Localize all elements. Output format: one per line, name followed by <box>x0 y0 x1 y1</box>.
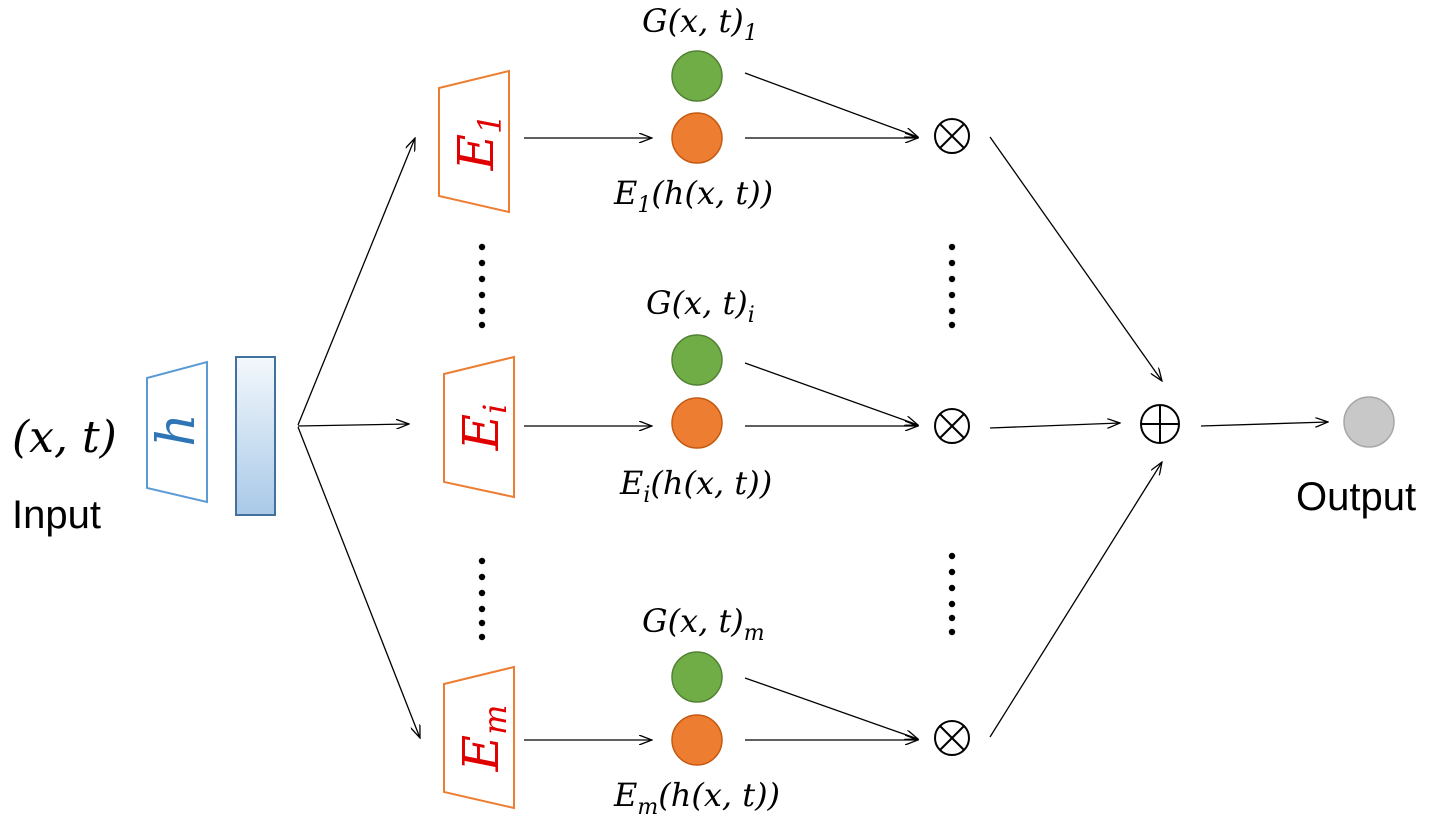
gate-1-arrow <box>744 72 918 137</box>
expert-1-trapezoid <box>438 69 510 214</box>
ellipsis-experts-top <box>478 243 486 329</box>
ellipsis-products-bottom <box>948 552 956 636</box>
gate-1-label: G(x, t)1 <box>642 2 758 46</box>
gate-m-arrow <box>744 677 918 739</box>
gate-1-circle <box>671 50 723 102</box>
arrow-to-expert-m <box>297 426 420 738</box>
expert-m-output-circle <box>671 714 723 766</box>
arrow-product-i-to-sum <box>989 423 1120 429</box>
output-circle <box>1343 396 1395 448</box>
expert-1-label: E1 <box>447 114 509 172</box>
expert-i-label: Ei <box>452 404 514 452</box>
multiply-1-cross-b <box>939 123 965 149</box>
expert-m-label: Em <box>452 705 514 773</box>
gate-i-arrow <box>744 362 918 425</box>
expert-m-trapezoid <box>443 665 515 810</box>
hidden-representation-bar <box>235 356 276 516</box>
expert-1-output-circle <box>671 112 723 164</box>
expert-row-i: Ei G(x, t)i Ei(h(x, t)) <box>443 284 970 508</box>
arrow-product-1-to-sum <box>989 136 1162 381</box>
input-label: Input <box>12 493 101 537</box>
ellipsis-products-top <box>948 243 956 329</box>
expert-i-output-label: Ei(h(x, t)) <box>619 464 772 508</box>
arrow-to-output <box>1200 422 1328 426</box>
expert-row-m: Em G(x, t)m Em(h(x, t)) <box>443 602 970 820</box>
expert-i-output-circle <box>671 397 723 449</box>
gate-m-circle <box>671 651 723 703</box>
gate-m-label: G(x, t)m <box>642 602 765 646</box>
expert-i-trapezoid <box>443 355 515 499</box>
expert-row-1: E1 G(x, t)1 E1(h(x, t)) <box>438 2 970 218</box>
arrow-to-expert-1 <box>297 138 415 426</box>
expert-1-output-label: E1(h(x, t)) <box>613 174 773 218</box>
input-expression: (x, t) <box>12 412 117 463</box>
output-label: Output <box>1296 475 1416 519</box>
multiply-i-cross-b <box>939 413 965 439</box>
encoder-trapezoid <box>146 360 208 504</box>
expert-m-output-label: Em(h(x, t)) <box>613 776 780 820</box>
encoder-symbol: h <box>147 413 207 447</box>
ellipsis-experts-bottom <box>478 557 486 641</box>
arrow-to-expert-i <box>297 424 409 426</box>
gate-i-circle <box>671 334 723 386</box>
arrow-product-m-to-sum <box>989 462 1162 738</box>
multiply-m-cross-b <box>939 725 965 751</box>
gate-i-label: G(x, t)i <box>646 284 755 328</box>
